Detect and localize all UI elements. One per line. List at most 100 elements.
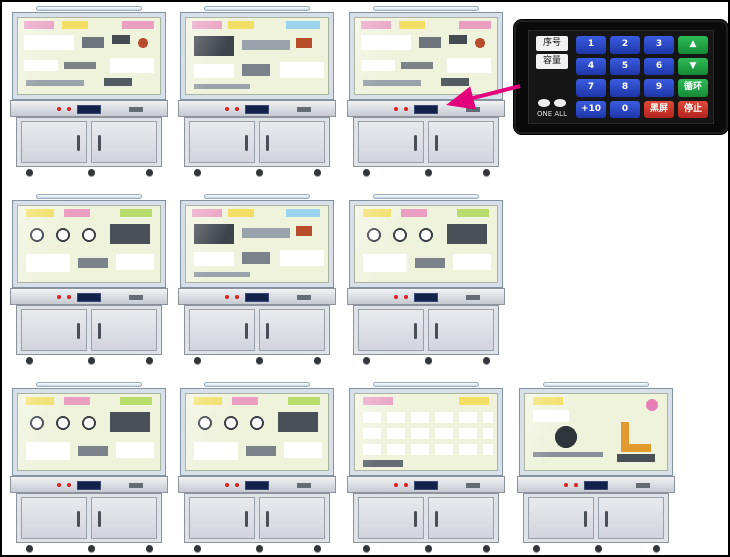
keypad-key-7[interactable]: 7 <box>576 79 606 97</box>
keypad-key-down-arrow[interactable]: ▼ <box>678 57 708 75</box>
door-handle <box>77 511 80 527</box>
power-indicator <box>67 295 71 299</box>
power-indicator <box>225 295 229 299</box>
keypad-left-column: 序号 容量 ONE ALL <box>534 36 570 118</box>
door-handle <box>266 135 269 151</box>
door-handle <box>584 511 587 527</box>
keypad-key-up-arrow[interactable]: ▲ <box>678 36 708 54</box>
keypad-key-0[interactable]: 0 <box>610 100 640 118</box>
right-door <box>91 121 157 163</box>
power-indicator <box>235 107 239 111</box>
display-case <box>12 388 166 476</box>
caster-wheel <box>26 357 33 364</box>
door-handle <box>605 511 608 527</box>
power-indicator <box>574 483 578 487</box>
door-handle <box>98 323 101 339</box>
vent-slot <box>297 107 311 112</box>
fluorescent-lamp <box>373 382 479 387</box>
control-shelf <box>10 100 168 117</box>
caster-wheel <box>256 545 263 552</box>
caster-wheel <box>653 545 660 552</box>
display-case <box>12 200 166 288</box>
door-handle <box>98 135 101 151</box>
keypad-key-blackscreen[interactable]: 黑屏 <box>644 100 674 118</box>
display-case <box>349 200 503 288</box>
training-cabinet-3 <box>347 6 505 178</box>
caster-wheel <box>595 545 602 552</box>
keypad-key-stop[interactable]: 停止 <box>678 100 708 118</box>
power-indicator <box>57 295 61 299</box>
right-door <box>428 121 494 163</box>
keypad-label-capacity: 容量 <box>536 54 568 69</box>
keypad-key-cycle[interactable]: 循环 <box>678 79 708 97</box>
one-indicator-button[interactable] <box>538 99 550 107</box>
caster-wheel <box>363 545 370 552</box>
keypad-key-6[interactable]: 6 <box>644 57 674 75</box>
caster-wheel <box>363 357 370 364</box>
control-shelf <box>178 476 336 493</box>
caster-wheel <box>483 545 490 552</box>
vent-slot <box>297 295 311 300</box>
caster-wheel <box>425 169 432 176</box>
power-indicator <box>404 107 408 111</box>
display-case <box>180 200 334 288</box>
caster-wheel <box>146 545 153 552</box>
control-display <box>245 293 269 302</box>
power-indicator <box>225 107 229 111</box>
door-handle <box>435 511 438 527</box>
keypad-key-3[interactable]: 3 <box>644 36 674 54</box>
training-cabinet-9 <box>347 382 505 554</box>
fluorescent-lamp <box>543 382 649 387</box>
power-indicator <box>235 295 239 299</box>
vent-slot <box>129 483 143 488</box>
caster-wheel <box>194 357 201 364</box>
vent-slot <box>297 483 311 488</box>
keypad-key-1[interactable]: 1 <box>576 36 606 54</box>
left-door <box>189 309 255 351</box>
keypad-key-5[interactable]: 5 <box>610 57 640 75</box>
control-shelf <box>347 288 505 305</box>
cabinet-base <box>184 117 330 167</box>
caster-wheel <box>256 169 263 176</box>
keypad-key-9[interactable]: 9 <box>644 79 674 97</box>
fluorescent-lamp <box>204 194 310 199</box>
training-cabinet-5 <box>178 194 336 366</box>
control-display <box>414 293 438 302</box>
caster-wheel <box>194 545 201 552</box>
caster-wheel <box>88 357 95 364</box>
keypad-key-4[interactable]: 4 <box>576 57 606 75</box>
vent-slot <box>129 295 143 300</box>
demonstration-board <box>354 205 498 283</box>
door-handle <box>245 135 248 151</box>
training-cabinet-7 <box>10 382 168 554</box>
keypad-key-plus10[interactable]: +10 <box>576 100 606 118</box>
caster-wheel <box>26 169 33 176</box>
training-cabinet-10 <box>517 382 675 554</box>
keypad-grid: 1 2 3 ▲ 4 5 6 ▼ 7 8 9 循环 +10 0 黑屏 停止 <box>576 36 708 118</box>
control-shelf <box>178 288 336 305</box>
left-door <box>528 497 594 539</box>
fluorescent-lamp <box>373 194 479 199</box>
display-case <box>349 388 503 476</box>
power-indicator <box>564 483 568 487</box>
caster-wheel <box>425 357 432 364</box>
power-indicator <box>404 295 408 299</box>
control-shelf <box>10 288 168 305</box>
keypad-face: 序号 容量 ONE ALL 1 2 3 ▲ 4 5 6 ▼ 7 8 9 <box>528 30 714 124</box>
all-indicator-button[interactable] <box>554 99 566 107</box>
caster-wheel <box>363 169 370 176</box>
training-cabinet-2 <box>178 6 336 178</box>
caster-wheel <box>88 545 95 552</box>
keypad-label-sequence: 序号 <box>536 36 568 51</box>
power-indicator <box>394 483 398 487</box>
training-cabinet-6 <box>347 194 505 366</box>
keypad-key-2[interactable]: 2 <box>610 36 640 54</box>
caster-wheel <box>256 357 263 364</box>
demonstration-board <box>354 17 498 95</box>
power-indicator <box>67 483 71 487</box>
left-door <box>358 309 424 351</box>
cabinet-base <box>353 305 499 355</box>
keypad-key-8[interactable]: 8 <box>610 79 640 97</box>
caster-wheel <box>194 169 201 176</box>
